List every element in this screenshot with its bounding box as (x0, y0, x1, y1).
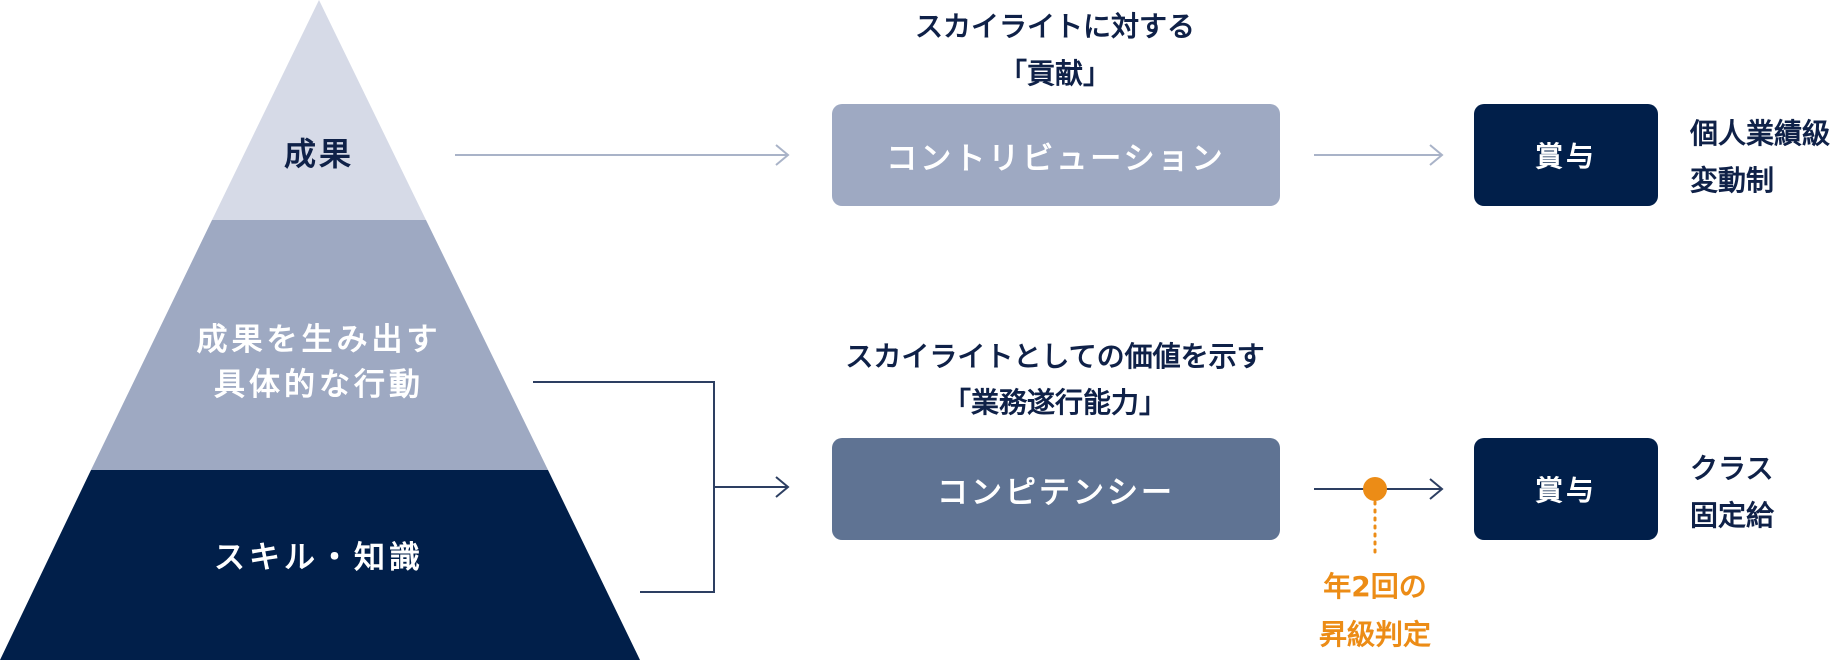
bonus-box-class-label: 賞与 (1534, 474, 1597, 507)
pyramid-label-results: 成果 (283, 135, 354, 173)
arrowhead-competency-to-bonus (1429, 478, 1444, 500)
bonus-performance-desc-line2: 変動制 (1690, 164, 1775, 197)
bonus-box-performance: 賞与 (1474, 104, 1658, 206)
promotion-dot (1363, 477, 1387, 501)
bonus-box-class: 賞与 (1474, 438, 1658, 540)
pyramid-label-behavior-line1: 成果を生み出す (196, 322, 442, 358)
bonus-class-desc-line2: 固定給 (1690, 499, 1775, 532)
contribution-heading-line1: スカイライトに対する (914, 10, 1195, 43)
bonus-box-performance-label: 賞与 (1534, 140, 1597, 173)
pyramid-label-behavior-line2: 具体的な行動 (214, 367, 424, 403)
pyramid-tier-skills (0, 470, 640, 660)
competency-heading-line1: スカイライトとしての価値を示す (845, 340, 1265, 373)
competency-heading-line2: 「業務遂行能力」 (942, 386, 1167, 419)
contribution-box: コントリビューション (832, 104, 1280, 206)
competency-box-label: コンピテンシー (937, 474, 1175, 511)
promotion-note-line2: 昇級判定 (1318, 618, 1431, 651)
competency-box: コンピテンシー (832, 438, 1280, 540)
arrowhead-contribution-to-bonus (1429, 144, 1444, 166)
promotion-note-line1: 年2回の (1323, 570, 1427, 603)
contribution-box-label: コントリビューション (886, 140, 1226, 177)
arrowhead-results-to-contribution (775, 144, 790, 166)
arrowhead-bracket-to-competency (775, 476, 790, 498)
pyramid-tier-results (212, 0, 426, 220)
pyramid-tier-behavior (91, 220, 548, 470)
bonus-performance-desc-line1: 個人業績級 (1690, 117, 1831, 150)
contribution-heading-line2: 「貢献」 (998, 57, 1111, 90)
pyramid-label-skills: スキル・知識 (214, 540, 424, 576)
bonus-class-desc-line1: クラス (1690, 452, 1774, 485)
